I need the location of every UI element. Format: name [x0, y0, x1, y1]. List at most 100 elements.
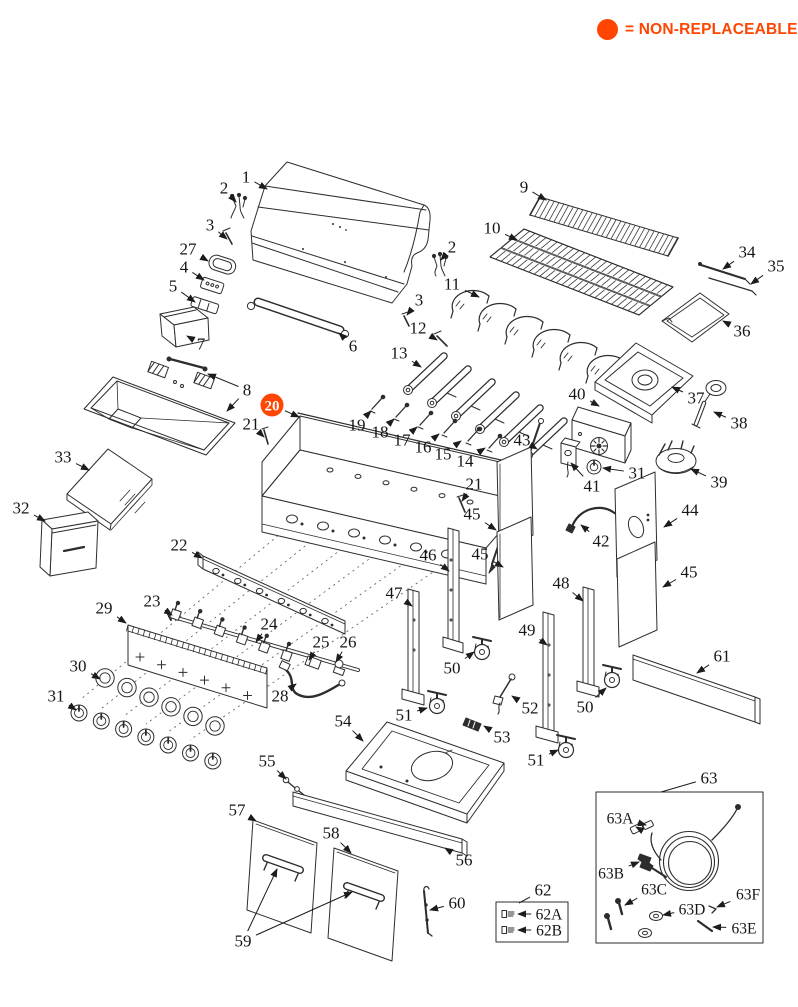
callout-50: 50 [444, 651, 475, 678]
part-label-63F: 63F [736, 887, 761, 904]
part-label-35: 35 [768, 257, 785, 276]
leader-line [511, 695, 521, 704]
leader-line [696, 664, 710, 674]
screw-62a [501, 910, 515, 918]
part-label-28: 28 [272, 687, 289, 706]
callout-14: 14 [457, 447, 486, 471]
part-label-10: 10 [484, 219, 501, 238]
leader-line [461, 492, 470, 502]
callout-8: 8 [207, 373, 252, 412]
part-label-29: 29 [96, 599, 113, 618]
callout-47: 47 [386, 584, 413, 607]
leader-line [440, 563, 450, 572]
part-label-3: 3 [415, 291, 424, 310]
leader-line [255, 428, 265, 438]
part-leg-47 [401, 588, 425, 706]
part-label-37: 37 [688, 389, 706, 408]
part-label-2: 2 [448, 238, 457, 257]
callout-17: 17 [394, 426, 418, 450]
leader-line [308, 651, 317, 661]
part-label-48: 48 [553, 574, 570, 593]
part-label-47: 47 [386, 584, 404, 603]
callout-1: 1 [242, 168, 268, 190]
part-label-4: 4 [180, 258, 189, 277]
leader-line [247, 868, 278, 932]
leader-line [385, 418, 395, 428]
callout-32: 32 [13, 499, 46, 522]
part-flame-tamers-11 [450, 289, 625, 384]
part-label-14: 14 [457, 452, 475, 471]
callout-7: 7 [186, 335, 206, 354]
part-label-31: 31 [629, 464, 646, 483]
part-label-1: 1 [242, 168, 251, 187]
callout-3: 3 [406, 291, 424, 316]
part-grease-cup-7 [159, 306, 210, 348]
leader-line [528, 441, 538, 450]
callout-19: 19 [349, 410, 372, 435]
leader-line [408, 426, 418, 435]
part-label-12: 12 [410, 319, 427, 338]
callout-51: 51 [528, 749, 559, 770]
part-mount-brackets-8 [147, 356, 216, 390]
part-hose-28 [278, 660, 346, 699]
part-label-62: 62 [535, 881, 552, 900]
part-label-50: 50 [444, 659, 461, 678]
callout-24: 24 [255, 615, 278, 643]
part-clip-53 [462, 717, 482, 732]
leader-line [362, 410, 372, 420]
leader-line [340, 842, 352, 854]
leader-line [504, 233, 518, 241]
leader-line [186, 335, 196, 344]
callout-21: 21 [461, 475, 483, 502]
part-label-18: 18 [372, 423, 389, 442]
leader-line [226, 398, 240, 412]
leader-line [518, 896, 531, 904]
callout-35: 35 [750, 257, 785, 285]
part-lid-handle-6 [246, 297, 350, 339]
part-burner-trivet-39 [655, 440, 697, 474]
callout-31: 31 [602, 464, 646, 483]
leader-line [276, 770, 287, 780]
callout-25: 25 [308, 633, 330, 661]
part-crossbar-56 [292, 791, 468, 857]
part-firebox-20 [261, 412, 528, 585]
part-side-burner-tray-37 [594, 342, 694, 424]
part-label-5: 5 [169, 277, 178, 296]
callout-48: 48 [553, 574, 584, 602]
leader-line [199, 253, 209, 262]
leader-line [602, 465, 624, 473]
part-label-41: 41 [584, 477, 601, 496]
part-label-49: 49 [519, 621, 536, 640]
leader-line [750, 274, 764, 285]
hardware-kit-box-62 [495, 901, 569, 943]
callout-6: 6 [338, 332, 358, 356]
part-label-31: 31 [48, 687, 65, 706]
callout-45: 45 [662, 563, 698, 588]
part-knob-bezels-30 [95, 668, 225, 736]
leader-line [90, 671, 101, 680]
callout-27: 27 [180, 240, 209, 262]
callout-52: 52 [511, 695, 539, 718]
callout-62B: 62B [517, 923, 562, 940]
leader-line [464, 651, 475, 660]
leader-line [254, 181, 268, 190]
part-label-30: 30 [70, 657, 87, 676]
leader-line [690, 468, 707, 477]
leader-line [430, 433, 440, 442]
part-label-6: 6 [349, 337, 358, 356]
callout-23: 23 [144, 592, 173, 616]
part-label-8: 8 [243, 381, 252, 400]
part-label-21: 21 [466, 475, 483, 494]
leader-line [484, 522, 497, 531]
part-leg-48 [576, 586, 600, 698]
callout-37: 37 [671, 386, 706, 408]
leader-line [75, 463, 90, 471]
part-label-40: 40 [569, 385, 586, 404]
part-label-55: 55 [259, 752, 276, 771]
callout-55: 55 [259, 752, 287, 780]
part-label-34: 34 [739, 243, 757, 262]
callout-36: 36 [722, 320, 751, 341]
part-label-16: 16 [415, 438, 432, 457]
part-label-20: 20 [265, 399, 280, 415]
